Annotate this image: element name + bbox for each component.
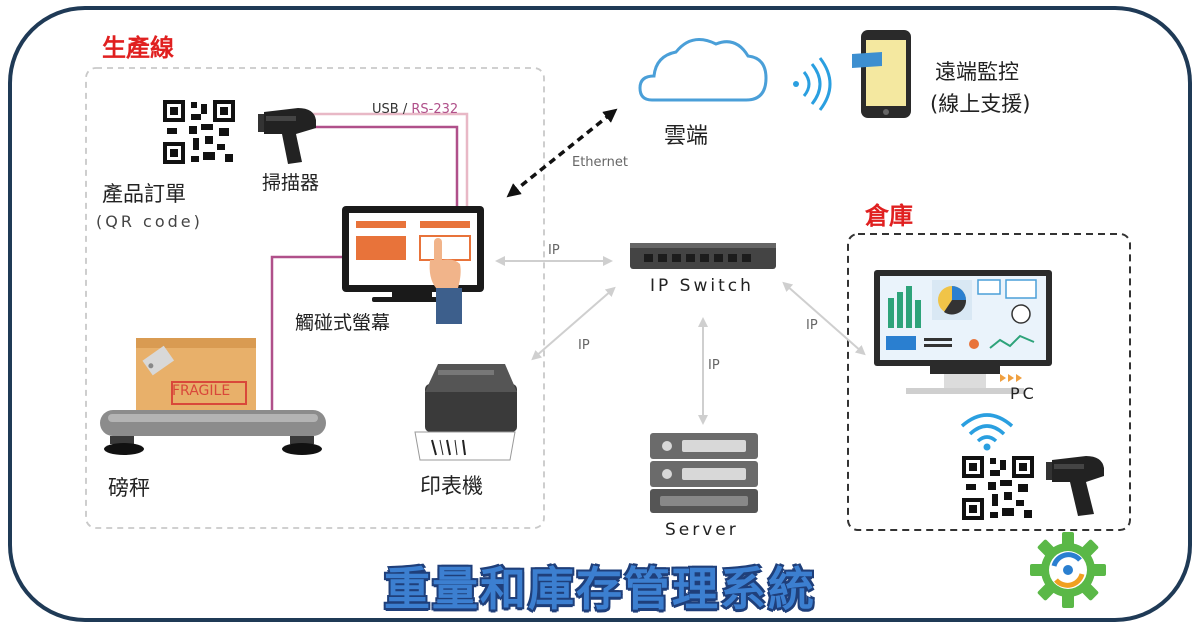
pc-dashboard-icon: [874, 270, 1052, 394]
warehouse-wifi-icon: [960, 413, 1014, 451]
warehouse-box: [847, 233, 1131, 531]
usb-cable-pink: [290, 112, 469, 206]
scanner-label: 掃描器: [262, 172, 320, 194]
ip-switch-label: IP Switch: [650, 276, 754, 296]
touchscreen-monitor-icon: [342, 206, 484, 302]
qr-code-icon: [163, 100, 235, 164]
scale-cable: [270, 255, 342, 410]
cloud-label: 雲端: [664, 124, 709, 149]
ip-label-touchscreen: IP: [548, 243, 560, 258]
ip-label-printer: IP: [578, 338, 590, 353]
ip-arrow-printer: [531, 286, 616, 361]
warehouse-qr-code-icon: [962, 456, 1034, 520]
usb-rs232-label: USB / RS-232: [372, 102, 458, 117]
wifi-signal-icon: [793, 57, 832, 111]
server-label: Server: [665, 520, 739, 540]
ip-label-pc: IP: [806, 318, 818, 333]
package-box-icon: [136, 338, 256, 410]
scale-label: 磅秤: [108, 476, 150, 500]
ip-label-server: IP: [708, 358, 720, 373]
pc-label: PC: [1010, 384, 1037, 403]
ethernet-arrow: [506, 108, 618, 198]
product-order-label: 產品訂單: [102, 182, 186, 206]
ethernet-label: Ethernet: [572, 155, 628, 170]
qr-code-label: (QR code): [96, 212, 203, 231]
system-title: 重量和庫存管理系統: [384, 562, 816, 616]
weighing-scale-icon: [100, 410, 326, 455]
hand-pointer-icon: [429, 238, 462, 324]
touchscreen-label: 觸碰式螢幕: [295, 312, 391, 334]
server-rack-icon: [650, 433, 758, 513]
gear-logo-icon: [1030, 532, 1106, 608]
warehouse-scanner-icon: [1046, 456, 1104, 516]
printer-label: 印表機: [420, 474, 483, 498]
label-printer-icon: [414, 364, 517, 461]
remote-monitor-label: 遠端監控: [935, 60, 1019, 84]
usb-cable-purple: [290, 125, 459, 206]
usb-label: USB /: [372, 102, 412, 117]
smartphone-icon: [852, 30, 911, 118]
fragile-label: FRAGILE: [172, 383, 231, 399]
cloud-icon: [638, 38, 768, 102]
online-support-label: (線上支援): [930, 92, 1031, 116]
rs232-label: RS-232: [411, 102, 459, 117]
warehouse-title: 倉庫: [865, 202, 913, 230]
production-line-title: 生產線: [102, 34, 174, 62]
barcode-scanner-icon: [258, 108, 316, 164]
ip-arrow-pc: [782, 281, 866, 356]
network-switch-icon: [630, 243, 776, 269]
